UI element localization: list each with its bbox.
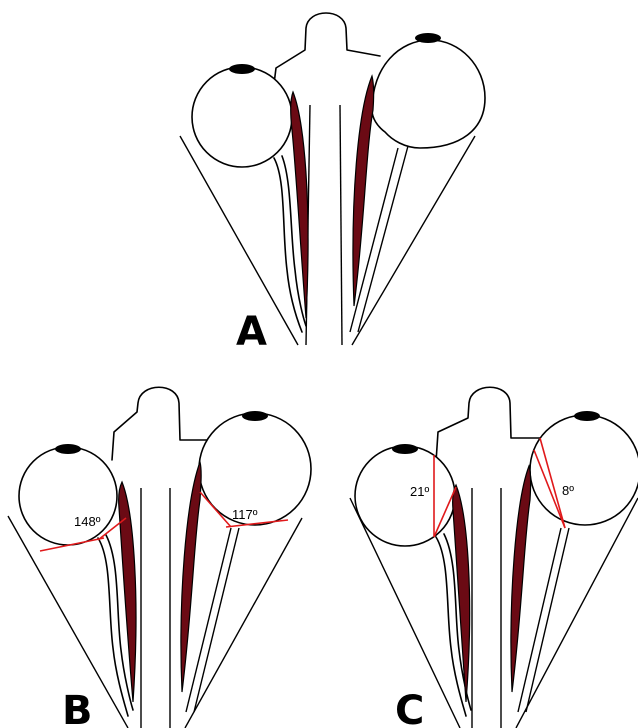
angle-label-right: 8º: [562, 483, 574, 498]
head-outline: [436, 387, 540, 462]
left-eye: [192, 67, 292, 167]
left-cornea: [392, 444, 418, 454]
right-eye: [530, 415, 638, 525]
right-optic-nerve: [526, 528, 569, 712]
right-eye-muscle: [353, 76, 374, 306]
panel-letter: A: [236, 309, 267, 355]
angle-label-left: 148º: [74, 514, 101, 529]
left-cornea: [229, 64, 255, 74]
left-eye: [19, 447, 117, 545]
panel-letter: C: [395, 688, 424, 728]
septum-line: [340, 105, 342, 345]
left-eye: [355, 446, 455, 546]
left-eye-muscle: [291, 92, 308, 318]
left-cornea: [55, 444, 81, 454]
panel-a: A: [180, 13, 485, 355]
angle-label-left: 21º: [410, 484, 429, 499]
orbit-wall-line: [185, 518, 302, 728]
right-cornea: [242, 411, 268, 421]
right-eye: [372, 40, 485, 148]
head-outline: [272, 13, 380, 100]
angle-label-right: 117º: [232, 507, 258, 522]
panel-letter: B: [62, 688, 93, 728]
panel-b: 148º 117º B: [8, 387, 311, 728]
left-eye-muscle: [119, 482, 136, 702]
right-eye-muscle: [181, 462, 201, 692]
head-outline: [112, 387, 208, 460]
right-optic-nerve: [194, 528, 239, 712]
right-cornea: [574, 411, 600, 421]
panel-c: 21º 8º C: [350, 387, 638, 728]
right-cornea: [415, 33, 441, 43]
orbit-wall-line: [516, 498, 638, 728]
right-eye-muscle: [511, 466, 531, 692]
orbit-wall-line: [352, 136, 475, 345]
